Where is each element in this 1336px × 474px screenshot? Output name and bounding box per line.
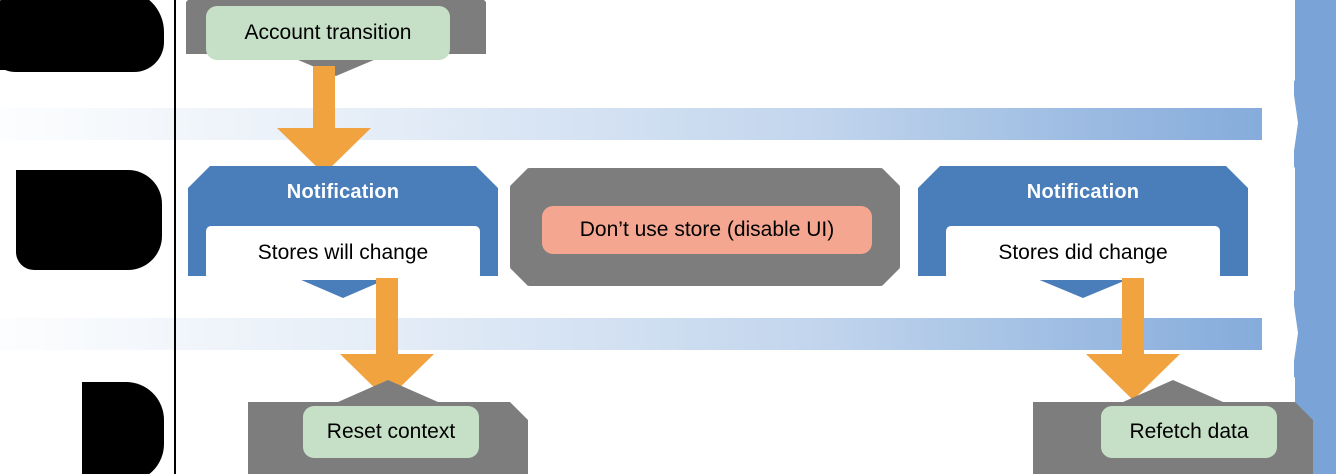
lane-label-redaction-3 bbox=[82, 382, 164, 474]
node-reset-context-label: Reset context bbox=[326, 420, 456, 443]
notification-body-stores-will-change: Stores will change bbox=[206, 226, 480, 280]
edge-account-transition-to-stores-will-change bbox=[277, 66, 371, 174]
node-reset-context[interactable]: Reset context bbox=[303, 406, 479, 458]
edge-stores-did-change-to-refetch-data bbox=[1086, 278, 1180, 400]
lane-label-redaction-2b bbox=[16, 236, 150, 266]
node-dont-use-store[interactable]: Don’t use store (disable UI) bbox=[542, 206, 872, 254]
node-account-transition[interactable]: Account transition bbox=[206, 6, 450, 60]
lane-label-separator-line bbox=[174, 0, 176, 474]
edge-stores-will-change-to-reset-context bbox=[340, 278, 434, 400]
lane-label-redaction-1b bbox=[0, 46, 148, 70]
node-refetch-data-label: Refetch data bbox=[1129, 420, 1249, 443]
notification-body-label-1: Stores will change bbox=[257, 241, 429, 264]
node-account-transition-label: Account transition bbox=[244, 21, 412, 44]
notification-title-2: Notification bbox=[1026, 181, 1140, 203]
lane-divider-band-2 bbox=[0, 318, 1302, 350]
node-refetch-data[interactable]: Refetch data bbox=[1101, 406, 1277, 458]
notification-title-1: Notification bbox=[286, 181, 400, 203]
lane-divider-band-1 bbox=[0, 108, 1302, 140]
notification-body-stores-did-change: Stores did change bbox=[946, 226, 1220, 280]
node-dont-use-store-label: Don’t use store (disable UI) bbox=[579, 218, 835, 241]
rail-notch-1 bbox=[1262, 78, 1298, 168]
rail-notch-2 bbox=[1262, 288, 1298, 378]
notification-body-label-2: Stores did change bbox=[998, 241, 1168, 264]
right-flow-rail bbox=[1295, 0, 1336, 474]
